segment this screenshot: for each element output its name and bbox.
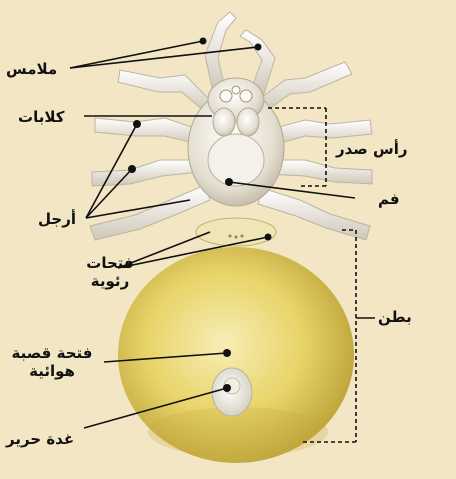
sternum — [208, 134, 264, 186]
label-lung-slits-line1: فتحات — [70, 254, 150, 272]
label-legs: أرجل — [38, 210, 76, 228]
label-mouth: فم — [378, 190, 400, 208]
label-palps: ملامس — [6, 60, 57, 78]
label-tracheal-opening-line1: فتحة قصبة — [2, 344, 102, 362]
label-tracheal-opening-line2: هوائية — [2, 362, 102, 380]
label-cephalothorax: رأس صدر — [336, 140, 408, 158]
label-tracheal-opening: فتحة قصبة هوائية — [2, 344, 102, 380]
label-abdomen: بطن — [378, 308, 412, 326]
label-chelicerae: كلابات — [18, 108, 64, 126]
label-lung-slits: فتحات رئوية — [70, 254, 150, 290]
label-lung-slits-line2: رئوية — [70, 272, 150, 290]
label-silk-gland: غدة حرير — [6, 430, 74, 448]
